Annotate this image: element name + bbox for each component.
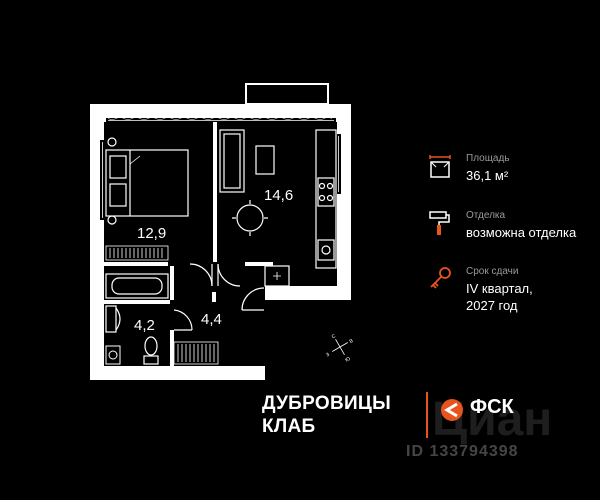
wardrobe-bedroom	[105, 245, 169, 261]
watermark-id: ID 133794398	[406, 443, 519, 460]
wardrobe-hall	[173, 341, 219, 365]
compass: C Ю В З	[325, 333, 355, 364]
brand-line-1: ДУБРОВИЦЫ	[262, 393, 392, 414]
info-deadline-year: 2027 год	[466, 298, 518, 313]
bathtub	[105, 273, 169, 299]
brand-divider	[426, 392, 428, 438]
bed	[105, 137, 189, 225]
compass-west: З	[325, 352, 331, 359]
balcony	[245, 83, 329, 105]
dining-table	[232, 200, 268, 236]
washing-machine	[105, 345, 121, 365]
room-area-bathroom: 4,2	[134, 317, 155, 334]
toilet	[143, 336, 159, 365]
info-deadline-quarter: IV квартал,	[466, 281, 533, 296]
brand-name: ДУБРОВИЦЫ КЛАБ	[262, 392, 391, 438]
info-area-value: 36,1 м²	[466, 168, 509, 183]
doors	[173, 263, 265, 331]
compass-north: C	[331, 333, 337, 340]
room-area-living: 14,6	[264, 187, 293, 204]
area-icon	[429, 155, 451, 178]
hall-cabinet	[264, 265, 290, 287]
interior-walls	[104, 122, 273, 366]
info-area-label: Площадь	[466, 153, 510, 164]
info-deadline-label: Срок сдачи	[466, 266, 519, 277]
brand-line-2: КЛАБ	[262, 416, 316, 437]
fsk-logo-icon	[441, 399, 463, 421]
paint-roller-icon	[429, 211, 450, 235]
info-finish-label: Отделка	[466, 210, 506, 221]
info-deadline-value: IV квартал, 2027 год	[466, 280, 533, 314]
key-icon	[430, 267, 451, 289]
info-finish-value: возможна отделка	[466, 225, 577, 240]
sink	[105, 305, 121, 333]
kitchen	[315, 129, 337, 269]
developer-name: ФСК	[470, 396, 514, 418]
room-area-hall: 4,4	[201, 311, 222, 328]
sofa	[219, 129, 275, 193]
compass-east: В	[349, 338, 355, 345]
room-area-bedroom: 12,9	[137, 225, 166, 242]
compass-south: Ю	[344, 356, 351, 364]
